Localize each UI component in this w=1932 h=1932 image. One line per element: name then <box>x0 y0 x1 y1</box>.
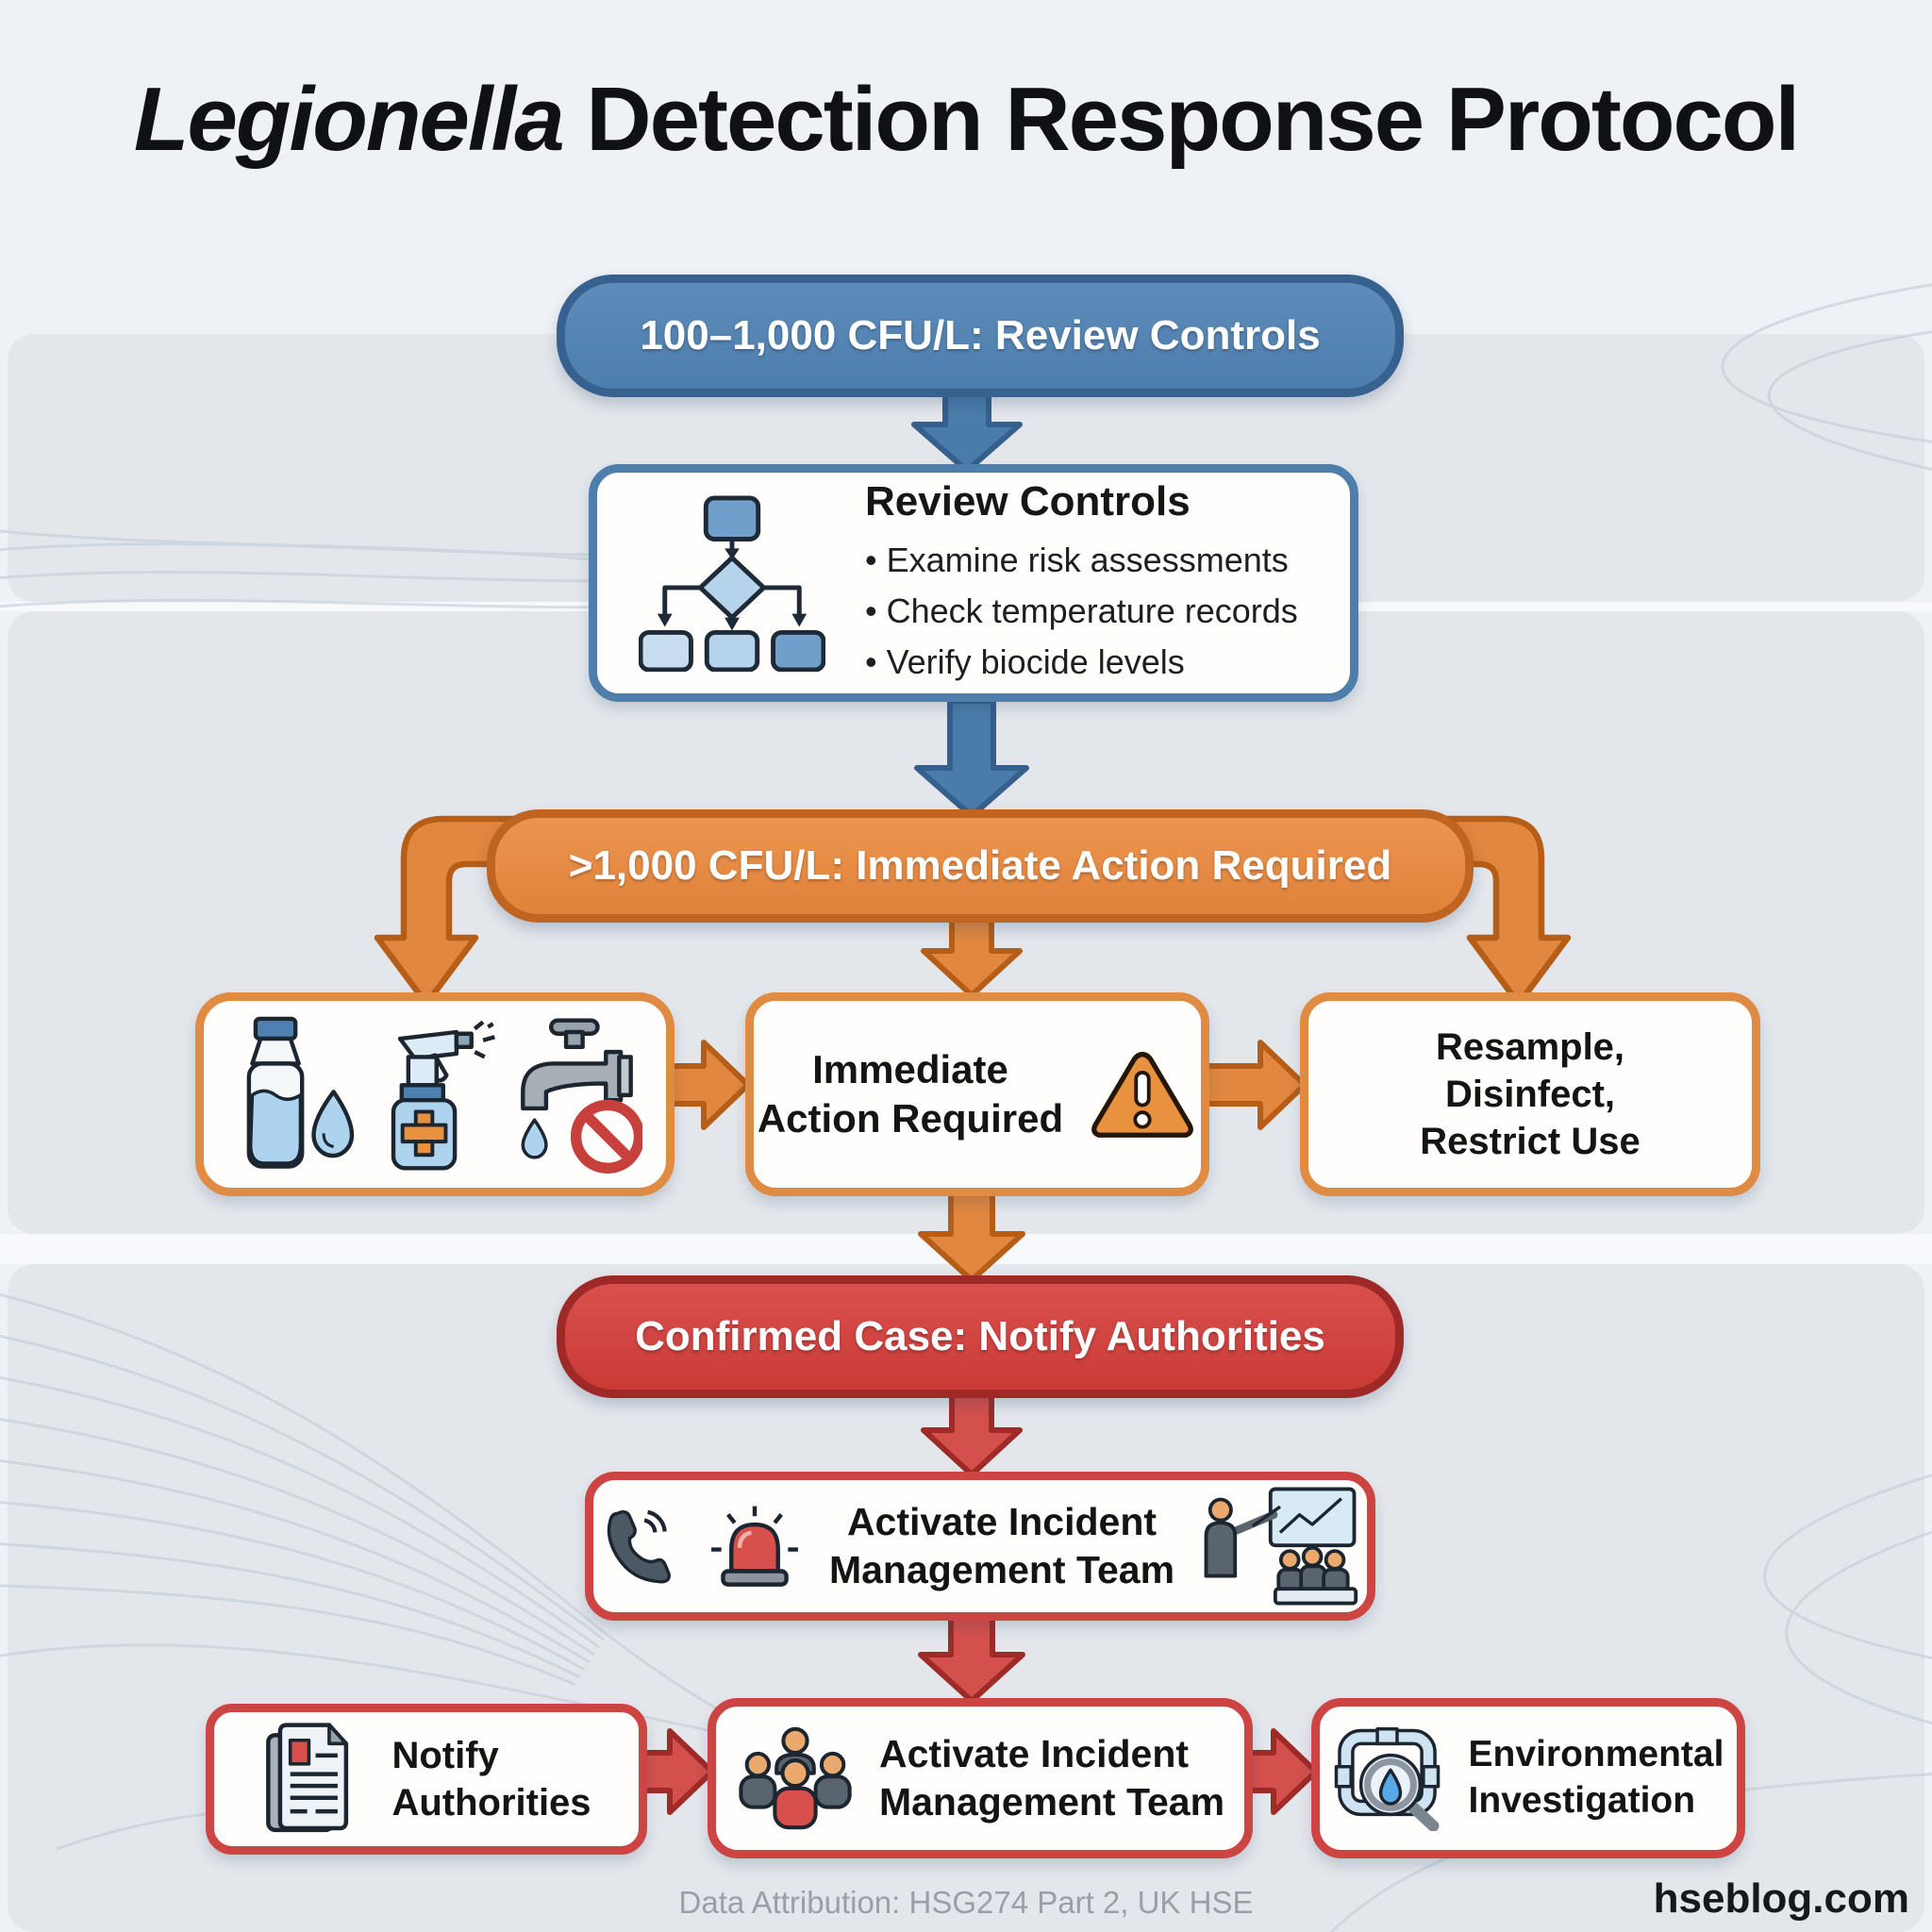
resample-label: Resample, Disinfect, Restrict Use <box>1420 1026 1641 1162</box>
tap-droplet-icon <box>521 1118 548 1159</box>
arrow-down-blue-2 <box>914 698 1029 819</box>
immediate-action-label: Immediate Action Required <box>757 1046 1064 1141</box>
brand-watermark: hseblog.com <box>1653 1875 1909 1922</box>
notify-authorities-box: Notify Authorities <box>206 1704 647 1855</box>
environmental-investigation-label: Environmental Investigation <box>1468 1734 1724 1821</box>
immediate-action-box: Immediate Action Required <box>745 992 1209 1196</box>
review-controls-box: Review Controls Examine risk assessments… <box>589 464 1358 702</box>
review-bullet-3: Verify biocide levels <box>865 637 1298 688</box>
threshold-pill-review-label: 100–1,000 CFU/L: Review Controls <box>640 312 1321 358</box>
page-title: Legionella Detection Response Protocol <box>0 68 1932 172</box>
review-controls-heading: Review Controls <box>865 478 1191 525</box>
siren-icon <box>711 1506 798 1587</box>
resample-box: Resample, Disinfect, Restrict Use <box>1300 992 1760 1196</box>
review-bullet-2: Check temperature records <box>865 586 1298 637</box>
environmental-investigation-box: Environmental Investigation <box>1311 1698 1745 1858</box>
droplet-icon <box>311 1090 355 1158</box>
people-icon <box>739 1726 852 1830</box>
incident-team-label: Activate Incident Management Team <box>828 1499 1175 1591</box>
measures-icons-box <box>195 992 675 1196</box>
incident-team-box-2: Activate Incident Management Team <box>708 1698 1253 1858</box>
confirmed-case-pill-label: Confirmed Case: Notify Authorities <box>635 1313 1325 1359</box>
title-rest: Detection Response Protocol <box>562 69 1800 170</box>
data-attribution: Data Attribution: HSG274 Part 2, UK HSE <box>678 1885 1254 1920</box>
flowchart-icon <box>639 495 825 672</box>
presentation-icon <box>1204 1487 1358 1606</box>
tap-icon <box>521 1018 633 1111</box>
water-bottle-icon <box>246 1016 305 1169</box>
spray-bottle-icon <box>391 1020 495 1171</box>
review-controls-bullet-list: Examine risk assessments Check temperatu… <box>865 535 1298 688</box>
review-bullet-1: Examine risk assessments <box>865 535 1298 586</box>
threshold-pill-action: >1,000 CFU/L: Immediate Action Required <box>487 809 1474 923</box>
threshold-pill-review: 100–1,000 CFU/L: Review Controls <box>557 275 1404 397</box>
measures-icons <box>246 1016 642 1174</box>
incident-team-label-2: Activate Incident Management Team <box>878 1731 1225 1824</box>
document-icon <box>266 1723 349 1833</box>
no-entry-icon <box>570 1099 642 1174</box>
title-italic-word: Legionella <box>133 69 565 170</box>
incident-team-box: Activate Incident Management Team <box>585 1472 1375 1621</box>
warning-triangle-icon <box>1091 1052 1194 1138</box>
notify-authorities-label: Notify Authorities <box>391 1735 591 1824</box>
phone-icon <box>607 1509 671 1584</box>
threshold-pill-action-label: >1,000 CFU/L: Immediate Action Required <box>568 842 1392 889</box>
confirmed-case-pill: Confirmed Case: Notify Authorities <box>557 1275 1404 1398</box>
pipe-magnifier-icon <box>1334 1726 1440 1831</box>
